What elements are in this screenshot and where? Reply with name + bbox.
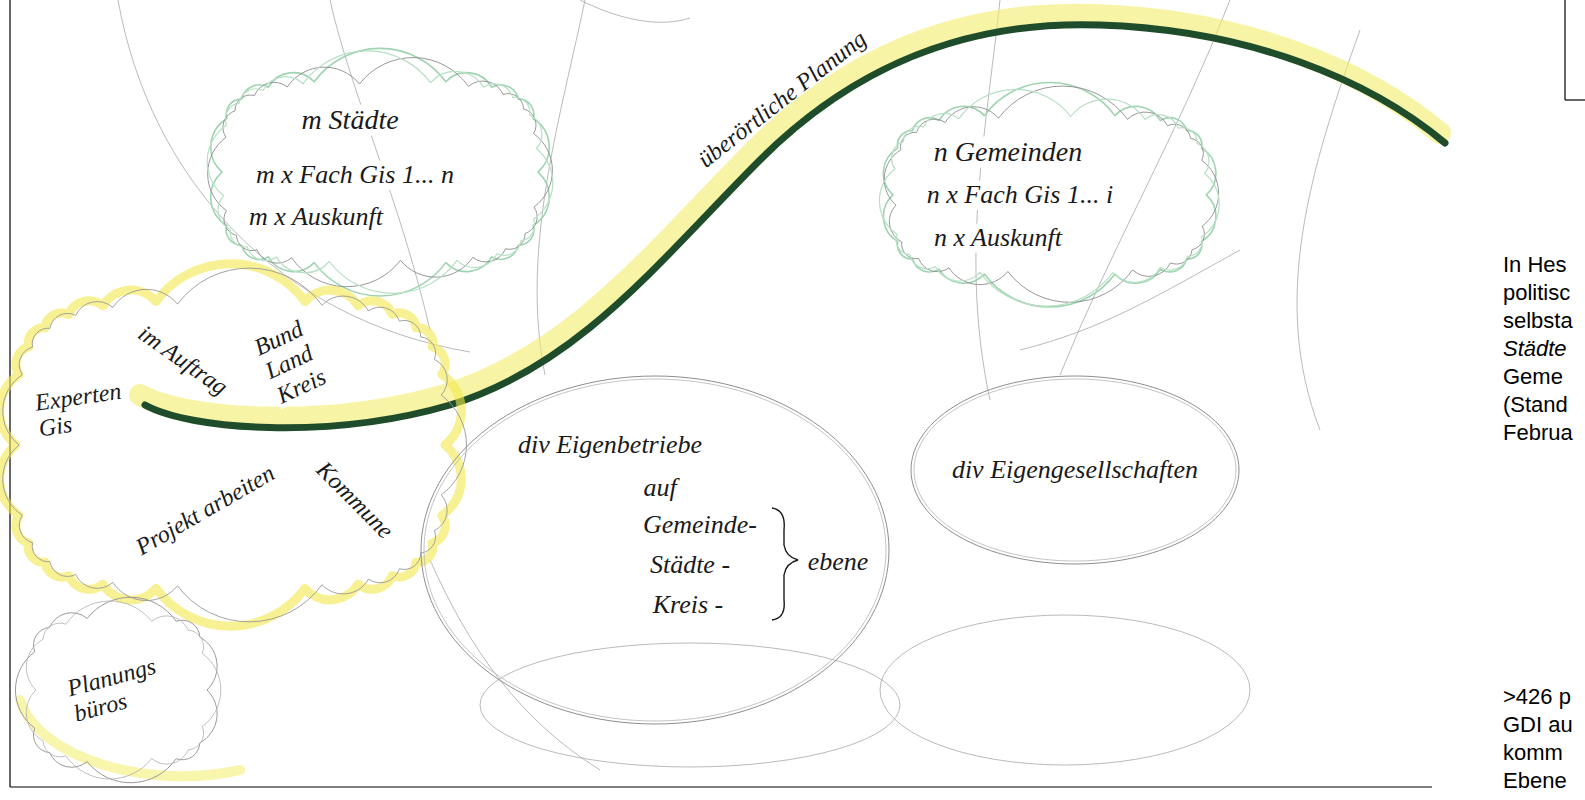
curly-brace <box>772 508 798 620</box>
handwritten-text: Projekt arbeiten <box>129 459 281 562</box>
outline-stroke <box>15 597 217 782</box>
outline-stroke <box>208 58 553 287</box>
handwritten-text: div Eigengesellschaften <box>950 456 1200 485</box>
pencil-line <box>1020 250 1240 350</box>
outline-stroke <box>424 379 886 721</box>
outline-stroke <box>880 90 1220 307</box>
handwritten-text: n x Auskunft <box>932 224 1064 253</box>
handwritten-text: Bund Land Kreis <box>248 314 331 409</box>
slide-text: >426 p <box>1503 684 1571 710</box>
outline-stroke <box>26 601 221 779</box>
handwritten-text: Experten Gis <box>31 378 128 443</box>
handwritten-text: n Gemeinden <box>932 137 1085 168</box>
handwritten-text: auf <box>641 474 678 503</box>
pencil-line <box>580 0 690 22</box>
handwritten-text: n x Fach Gis 1... i <box>925 181 1115 210</box>
slide-text: Februa <box>1503 420 1573 446</box>
pencil-line <box>430 560 600 770</box>
slide-text: Ebene <box>1503 768 1567 794</box>
handwritten-text: Kommune <box>310 455 400 545</box>
slide-frame <box>10 0 1585 787</box>
handwritten-text: ebene <box>806 548 871 577</box>
handwritten-text: m Städte <box>299 105 400 136</box>
outline-stroke <box>911 376 1239 564</box>
curve-label: überörtliche Planung <box>693 25 872 173</box>
handwritten-text: m x Auskunft <box>247 203 385 232</box>
frame-line <box>1564 0 1565 100</box>
city-cloud: m Städte m x Fach Gis 1... n m x Auskunft <box>204 63 556 281</box>
slide-text: Städte <box>1503 336 1567 362</box>
slide-text: selbsta <box>1503 308 1573 334</box>
planning-curve <box>145 25 1445 428</box>
highlighter-band <box>140 15 1440 418</box>
outline-stroke <box>211 49 549 297</box>
handwritten-text: m x Fach Gis 1... n <box>254 161 456 190</box>
pencil-line <box>118 0 470 352</box>
handwritten-text: Städte - <box>648 551 732 580</box>
outline-stroke <box>421 376 889 724</box>
frame-line <box>1565 99 1585 100</box>
handwritten-text: im Auftrag <box>132 319 235 402</box>
pencil-oval <box>880 615 1250 765</box>
node-outline <box>0 283 463 607</box>
expert-cloud: Experten Gisim AuftragBund Land KreisKom… <box>0 283 463 607</box>
frame-line <box>9 0 10 787</box>
company-oval: div Eigengesellschaften <box>905 370 1245 570</box>
slide-text: In Hes <box>1503 252 1567 278</box>
outline-stroke <box>914 379 1236 561</box>
outline-stroke <box>207 51 553 293</box>
handwritten-text: Kreis - <box>651 591 726 620</box>
slide-text: politisc <box>1503 280 1570 306</box>
handwritten-text: Planungs büros <box>62 652 167 727</box>
slide-text: GDI au <box>1503 712 1573 738</box>
municipality-cloud: n Gemeinden n x Fach Gis 1... i n x Auskun… <box>875 97 1224 293</box>
slide-text: komm <box>1503 740 1563 766</box>
handwritten-text: div Eigenbetriebe <box>516 431 704 460</box>
outline-stroke <box>3 268 467 622</box>
handwritten-text: Gemeinde- <box>641 511 759 540</box>
slide-text: (Stand <box>1503 392 1568 418</box>
frame-line <box>10 786 1432 787</box>
pencil-lines <box>118 0 1360 770</box>
pencil-line <box>1297 30 1360 430</box>
office-cloud: Planungs büros <box>15 600 225 780</box>
outline-stroke <box>0 264 461 627</box>
slide-text: Geme <box>1503 364 1563 390</box>
pencil-oval <box>480 643 900 767</box>
enterprise-oval: div Eigenbetriebe aufGemeinde- Städte - Kre… <box>415 370 895 730</box>
